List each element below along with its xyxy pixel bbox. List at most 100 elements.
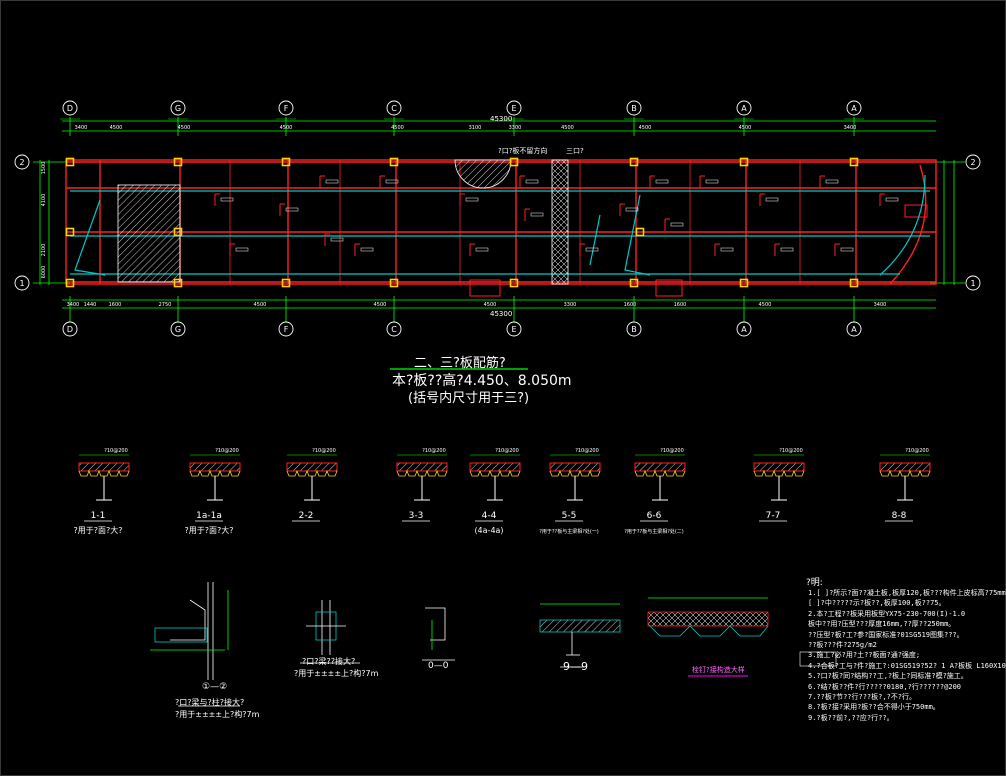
section-label: 7-7 <box>766 511 781 521</box>
axis-bubble-top <box>626 100 642 116</box>
axis-label-top: E <box>511 104 516 113</box>
opening-arc <box>454 159 512 189</box>
detail-9-9-label: 9—9 <box>563 660 588 673</box>
column-marker[interactable] <box>849 157 859 167</box>
note-line: 5.?口?板?同?结构??工,?板上?同标准?模?施工。 <box>808 672 968 681</box>
plan-left-dim: 4100 <box>41 194 47 207</box>
plan-top-dim: 4500 <box>561 125 574 131</box>
rebar-tag <box>325 179 339 184</box>
plan-bottom-dim: 1600 <box>624 302 637 308</box>
section-label: 1a-1a <box>196 511 222 521</box>
rebar-tag <box>670 222 684 227</box>
section-rebar-tag: ?10@200 <box>495 448 519 454</box>
notes-block: 1.[ ]?所示?面??凝土板,板厚120,板???构件上皮标高?75mm。 [… <box>808 588 1006 723</box>
rebar-tag <box>720 247 734 252</box>
plan-bottom-dim: 1600 <box>674 302 687 308</box>
section-sub: (4a-4a) <box>474 526 503 535</box>
column-marker[interactable] <box>173 157 183 167</box>
column-marker[interactable] <box>629 278 639 288</box>
section-label: 5-5 <box>562 511 577 521</box>
axis-12-caption2: ?用于±±±±上?构?7m <box>175 710 260 719</box>
axis-label-top: D <box>67 104 73 113</box>
column-marker[interactable] <box>173 227 183 237</box>
axis-bubble-bottom <box>278 321 294 337</box>
plan-top-dim: 4500 <box>739 125 752 131</box>
section-label: 3-3 <box>409 511 424 521</box>
rebar-tag <box>285 207 299 212</box>
axis-bubble-top <box>736 100 752 116</box>
column-marker[interactable] <box>509 278 519 288</box>
rebar-tag <box>885 197 899 202</box>
axis-bubble-bottom <box>386 321 402 337</box>
axis-bubble-bottom <box>626 321 642 337</box>
plan-bottom-dim: 1600 <box>109 302 122 308</box>
column-marker[interactable] <box>65 157 75 167</box>
column-marker[interactable] <box>65 227 75 237</box>
note-line: 7.??板?节??行???板?,?不?行。 <box>808 693 917 702</box>
column-marker[interactable] <box>281 278 291 288</box>
note-line: ??压型?板?工?参?国家标准?01SG519图集???。 <box>808 630 964 639</box>
section-rebar-tag: ?10@200 <box>104 448 128 454</box>
mid-caption2: ?用于±±±±上?构?7m <box>294 669 379 678</box>
axis-label-top: G <box>175 104 181 113</box>
axis-bubble-right <box>965 275 981 291</box>
plan-top-dim: 4500 <box>110 125 123 131</box>
note-line: 4.?合板?工与?件?施工?:01SG519?52? 1 A?板板 L160X1… <box>808 661 1006 670</box>
column-marker[interactable] <box>849 278 859 288</box>
section-label: 6-6 <box>647 511 662 521</box>
rebar-tag <box>330 237 344 242</box>
column-marker[interactable] <box>173 278 183 288</box>
plan-title-line2: 本?板??高?4.450、8.050m <box>392 373 572 389</box>
rebar-tag <box>385 179 399 184</box>
plan-bottom-dim: 3300 <box>564 302 577 308</box>
axis-bubble-left <box>14 154 30 170</box>
plan-title-line1: 二、三?板配筋? <box>414 356 506 371</box>
plan-left-dim: 1500 <box>41 162 47 175</box>
section-rebar-tag: ?10@200 <box>215 448 239 454</box>
column-marker[interactable] <box>739 157 749 167</box>
column-marker[interactable] <box>389 278 399 288</box>
axis-label-top: A <box>851 104 857 113</box>
section-rebar-tag: ?10@200 <box>422 448 446 454</box>
hatched-opening <box>117 184 181 283</box>
section-rebar-tag: ?10@200 <box>905 448 929 454</box>
detail-9-9 <box>539 603 621 668</box>
plan-title-line3: (括号内尺寸用于三?) <box>408 391 530 406</box>
detail-0-0 <box>422 607 455 661</box>
section-3-3[interactable]: ?10@200 3-3 <box>396 448 448 522</box>
axis-bubble-bottom <box>846 321 862 337</box>
axis-bubble-left <box>14 275 30 291</box>
note-line: 3.施工?必?用?土??板面?通?强度; <box>808 651 921 660</box>
axis-label-top: C <box>391 104 397 113</box>
mid-caption1: ?口?梁??接大? <box>302 657 356 666</box>
column-marker[interactable] <box>629 157 639 167</box>
axis-bubble-top <box>386 100 402 116</box>
plan-bottom-dim: 4500 <box>759 302 772 308</box>
plan-top-dim: 3100 <box>469 125 482 131</box>
column-marker[interactable] <box>739 278 749 288</box>
column-marker[interactable] <box>65 278 75 288</box>
plan-rebar-marks <box>214 175 899 256</box>
section-sub: ?用于??板与主梁相?处(二) <box>624 528 684 535</box>
plan-bottom-dim: 4500 <box>374 302 387 308</box>
column-marker[interactable] <box>281 157 291 167</box>
column-marker[interactable] <box>635 227 645 237</box>
note-line: [ ]?中?????示?板??,板厚100,板??75。 <box>808 599 946 608</box>
axis-label-top: F <box>284 104 289 113</box>
rebar-tag <box>825 179 839 184</box>
plan-callout-stair: 三口? <box>566 147 584 155</box>
plan-top-dim: 3400 <box>75 125 88 131</box>
axis-label-bottom: A <box>851 325 857 334</box>
note-line: 1.[ ]?所示?面??凝土板,板厚120,板???构件上皮标高?75mm。 <box>808 589 1006 597</box>
column-marker[interactable] <box>389 157 399 167</box>
column-marker[interactable] <box>509 157 519 167</box>
